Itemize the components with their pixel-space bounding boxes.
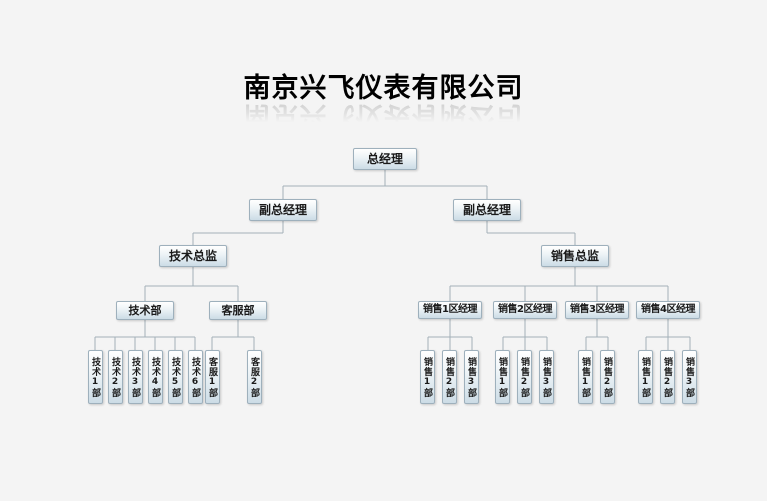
node-region3-team-1: 销售1部 — [578, 350, 593, 404]
node-sales-region-1: 销售1区经理 — [418, 301, 482, 319]
node-tech-team-4: 技术4部 — [148, 350, 163, 404]
connector-tech-teams — [94, 320, 255, 350]
node-region1-team-3: 销售3部 — [464, 350, 479, 404]
node-region4-team-3: 销售3部 — [682, 350, 697, 404]
node-tech-director: 技术总监 — [159, 245, 227, 267]
connector-sales-teams — [427, 319, 691, 350]
node-tech-team-3: 技术3部 — [128, 350, 143, 404]
node-region1-team-1: 销售1部 — [420, 350, 435, 404]
node-sales-region-3: 销售3区经理 — [565, 301, 629, 319]
connector-level3-4 — [144, 267, 669, 301]
node-region4-team-1: 销售1部 — [638, 350, 653, 404]
node-tech-team-1: 技术1部 — [88, 350, 103, 404]
node-service-team-2: 客服2部 — [247, 350, 262, 404]
node-region2-team-1: 销售1部 — [495, 350, 510, 404]
node-general-manager: 总经理 — [353, 148, 417, 170]
node-service-team-1: 客服1部 — [205, 350, 220, 404]
node-region1-team-2: 销售2部 — [442, 350, 457, 404]
node-tech-team-6: 技术6部 — [188, 350, 203, 404]
node-service-dept: 客服部 — [209, 301, 267, 320]
connector-level1-2 — [282, 170, 488, 199]
node-deputy-gm-2: 副总经理 — [453, 199, 521, 221]
node-region3-team-2: 销售2部 — [600, 350, 615, 404]
node-region2-team-3: 销售3部 — [539, 350, 554, 404]
node-tech-team-5: 技术5部 — [168, 350, 183, 404]
node-sales-region-4: 销售4区经理 — [636, 301, 700, 319]
node-sales-director: 销售总监 — [541, 245, 609, 267]
node-region2-team-2: 销售2部 — [517, 350, 532, 404]
connector-level2-3 — [192, 221, 576, 245]
node-sales-region-2: 销售2区经理 — [493, 301, 557, 319]
page-title: 南京兴飞仪表有限公司 — [243, 73, 524, 104]
node-tech-dept: 技术部 — [116, 301, 174, 320]
node-deputy-gm-1: 副总经理 — [249, 199, 317, 221]
node-tech-team-2: 技术2部 — [108, 350, 123, 404]
node-region4-team-2: 销售2部 — [660, 350, 675, 404]
